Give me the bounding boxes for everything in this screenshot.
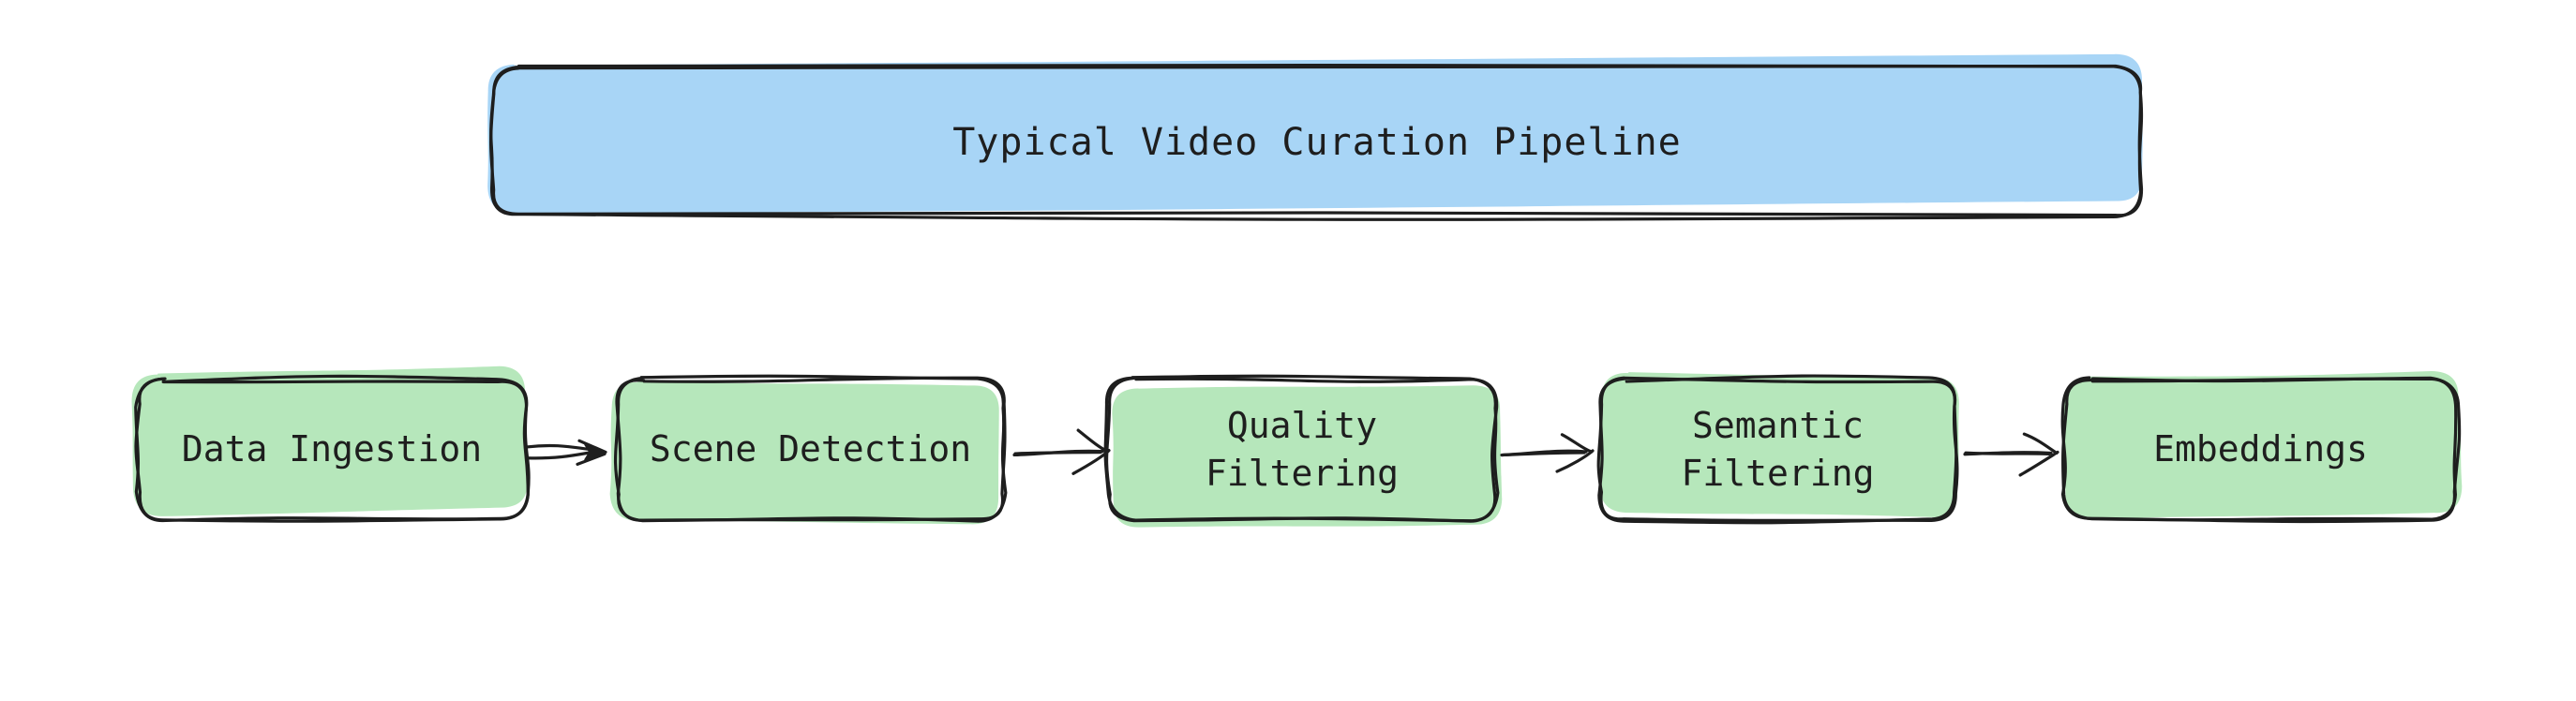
node-quality-filtering: Quality Filtering	[1103, 374, 1503, 528]
node-semantic-filtering: Semantic Filtering	[1596, 372, 1959, 525]
flow-arrow-2	[1011, 422, 1112, 482]
node-label: Embeddings	[2153, 428, 2368, 470]
node-label: Scene Detection	[649, 428, 972, 470]
node-outline	[1596, 372, 1959, 525]
title-box: Typical Video Curation Pipeline	[487, 53, 2144, 221]
node-outline	[1103, 374, 1503, 528]
node-label: Quality Filtering	[1206, 405, 1399, 494]
node-outline	[131, 365, 531, 523]
arrow-icon	[1012, 428, 1111, 475]
node-label: Semantic Filtering	[1681, 405, 1875, 494]
flow-arrow-4	[1961, 422, 2060, 482]
title-box-outline	[487, 53, 2144, 221]
flow-arrow-3	[1498, 422, 1595, 482]
arrow-icon	[1963, 432, 2059, 477]
flow-arrow-1	[523, 422, 609, 482]
node-data-ingestion: Data Ingestion	[131, 365, 531, 523]
arrow-icon	[525, 439, 607, 466]
node-label: Data Ingestion	[181, 428, 483, 470]
node-embeddings: Embeddings	[2060, 371, 2463, 524]
node-outline	[2060, 371, 2463, 524]
arrow-icon	[1500, 433, 1595, 473]
title-label: Typical Video Curation Pipeline	[952, 120, 1682, 164]
node-scene-detection: Scene Detection	[609, 374, 1008, 525]
node-outline	[609, 374, 1008, 525]
